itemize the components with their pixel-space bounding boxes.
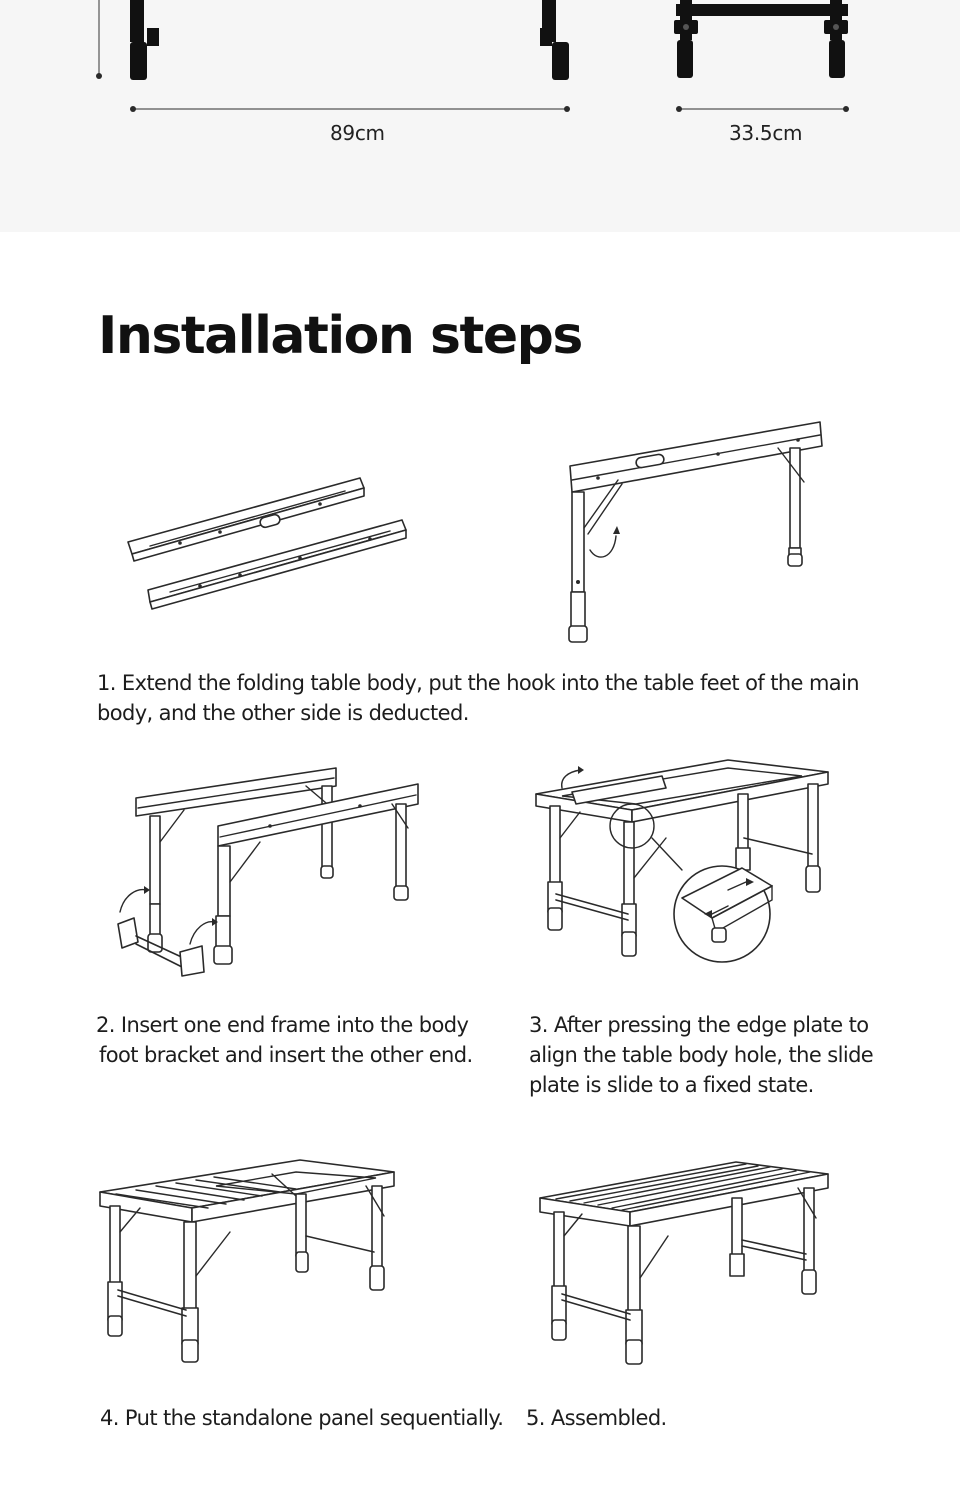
caption-line: body, and the other side is deducted. — [97, 701, 469, 725]
caption-line: 2. Insert one end frame into the body — [96, 1013, 469, 1037]
step1-unfolded-frame-illustration — [568, 421, 823, 643]
width-dimension-label: 89cm — [330, 121, 385, 145]
step4-panel-placement-illustration — [99, 1159, 395, 1363]
curved-arrow-icon — [589, 535, 617, 558]
caption-line: 5. Assembled. — [526, 1406, 667, 1430]
section-title: Installation steps — [98, 306, 583, 366]
step-4-caption: 4. Put the standalone panel sequentially… — [100, 1403, 520, 1433]
step5-assembled-table-illustration — [539, 1161, 829, 1365]
caption-line: 1. Extend the folding table body, put th… — [97, 671, 860, 695]
dimension-drawing — [96, 0, 849, 112]
step-1-caption: 1. Extend the folding table body, put th… — [97, 668, 877, 728]
step-2-caption: 2. Insert one end frame into the body fo… — [96, 1010, 506, 1070]
step-5-caption: 5. Assembled. — [526, 1403, 786, 1433]
caption-line: 4. Put the standalone panel sequentially… — [100, 1406, 504, 1430]
step1-folded-rails-illustration — [127, 477, 407, 610]
dimension-panel: 89cm 33.5cm — [0, 0, 960, 232]
step3-slide-plate-illustration — [535, 759, 829, 963]
caption-line: plate is slide to a fixed state. — [529, 1073, 814, 1097]
depth-dimension-label: 33.5cm — [729, 121, 803, 145]
caption-line: foot bracket and insert the other end. — [99, 1043, 473, 1067]
caption-line: align the table body hole, the slide — [529, 1043, 874, 1067]
caption-line: 3. After pressing the edge plate to — [529, 1013, 869, 1037]
step2-frame-insert-illustration — [117, 767, 419, 977]
step-3-caption: 3. After pressing the edge plate to alig… — [529, 1010, 909, 1100]
